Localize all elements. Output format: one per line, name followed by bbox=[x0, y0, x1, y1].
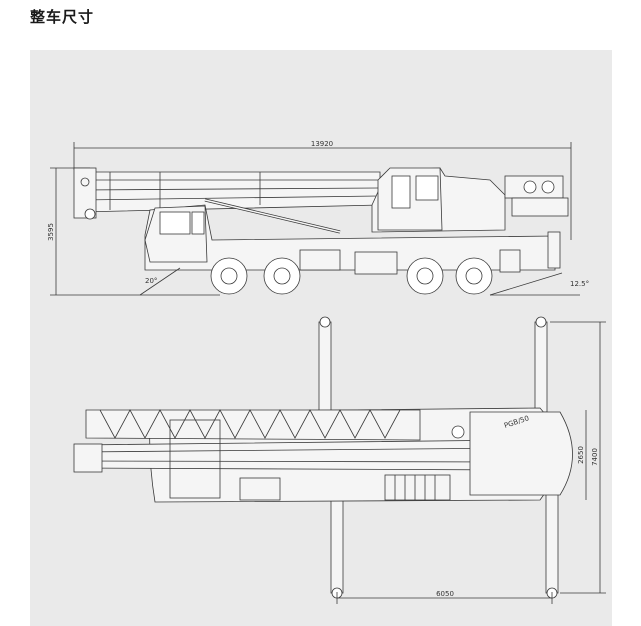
main-boom-top bbox=[77, 439, 521, 471]
page-title: 整车尺寸 bbox=[30, 8, 95, 26]
departure-angle-line bbox=[489, 272, 563, 296]
boom-head bbox=[73, 167, 97, 219]
outrigger-transverse-half-label: 2650 bbox=[577, 446, 585, 464]
turntable-top bbox=[469, 411, 573, 496]
wheels bbox=[210, 257, 493, 295]
boom-top bbox=[85, 409, 421, 441]
overall-length-label: 13920 bbox=[311, 140, 333, 148]
hook-block bbox=[84, 208, 96, 220]
top-view bbox=[73, 316, 606, 604]
outrigger-transverse-full-label: 7400 bbox=[591, 448, 599, 466]
approach-angle-label: 20° bbox=[145, 277, 157, 285]
side-view bbox=[50, 142, 580, 296]
approach-angle-line bbox=[139, 267, 181, 296]
overall-height-label: 3595 bbox=[47, 223, 55, 241]
departure-angle-label: 12.5° bbox=[570, 280, 589, 288]
outriggers bbox=[318, 316, 559, 599]
outrigger-longitudinal-label: 6050 bbox=[436, 590, 454, 598]
